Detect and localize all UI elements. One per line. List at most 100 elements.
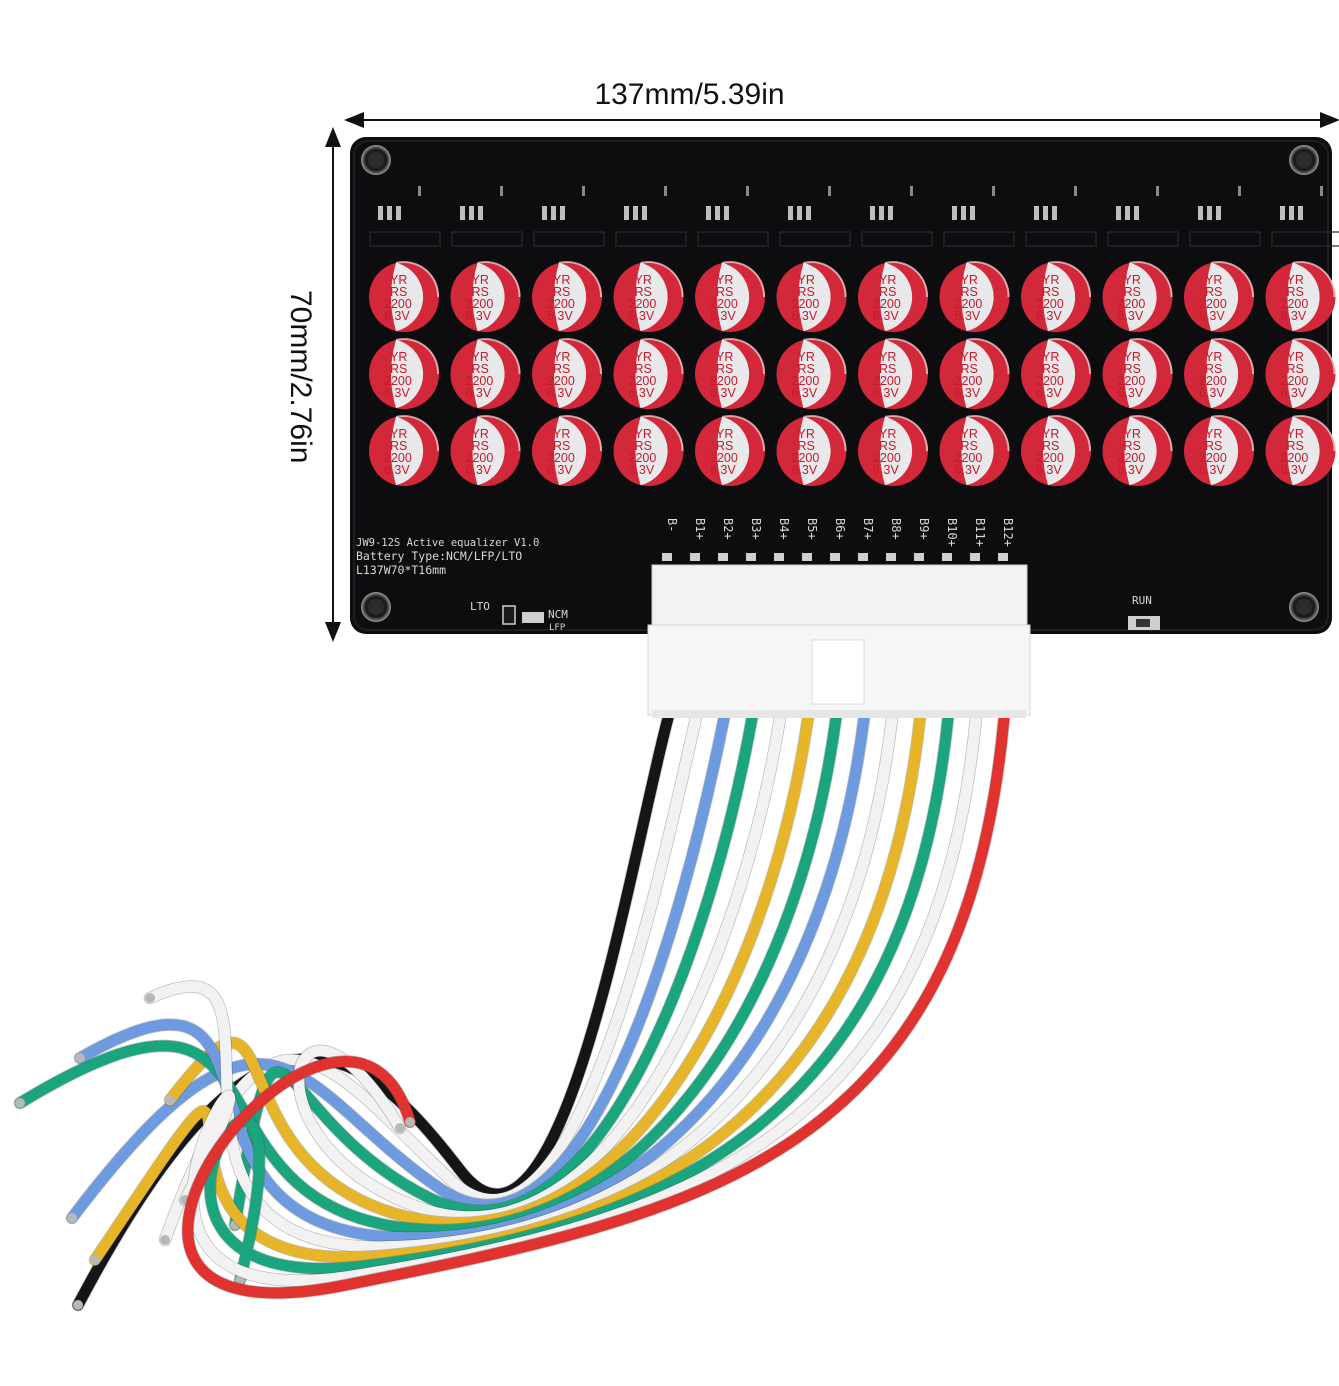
capacitor-marking: 2200	[629, 451, 657, 465]
smd-resistor	[1116, 206, 1121, 220]
capacitor-marking: 6.3V	[547, 463, 573, 477]
capacitor-marking: RS	[390, 285, 407, 299]
capacitor-marking: 6.3V	[792, 463, 818, 477]
capacitor-marking: RS	[1205, 285, 1222, 299]
capacitor-marking: RS	[879, 285, 896, 299]
capacitor-grid: YRRS22006.3VYRRS22006.3VYRRS22006.3VYRRS…	[369, 261, 1336, 486]
capacitor-marking: RS	[1042, 362, 1059, 376]
capacitor-marking: 2200	[466, 297, 494, 311]
capacitor-marking: 2200	[1281, 297, 1309, 311]
pin-label: B2+	[721, 518, 735, 540]
capacitor-marking: YR	[879, 427, 896, 441]
smd-resistor	[460, 206, 465, 220]
capacitor-marking: 6.3V	[384, 463, 410, 477]
capacitor-marking: 2200	[1281, 374, 1309, 388]
smd-resistor	[396, 206, 401, 220]
pin-label: B5+	[805, 518, 819, 540]
capacitor-marking: YR	[1287, 427, 1304, 441]
capacitor-marking: RS	[798, 285, 815, 299]
capacitor-marking: YR	[1287, 350, 1304, 364]
capacitor-marking: YR	[472, 273, 489, 287]
capacitor-marking: YR	[635, 273, 652, 287]
wire	[164, 712, 814, 1229]
capacitor-marking: 6.3V	[1118, 386, 1144, 400]
wire	[89, 712, 926, 1266]
capacitor-marking: 6.3V	[955, 463, 981, 477]
mounting-holes	[361, 145, 1319, 622]
capacitor-marking: 2200	[1199, 297, 1227, 311]
smd-resistor	[806, 206, 811, 220]
smd-resistor	[624, 206, 629, 220]
capacitor-marking: 6.3V	[1036, 463, 1062, 477]
board-battery-type-text: Battery Type:NCM/LFP/LTO	[356, 549, 522, 563]
wire-tip	[90, 1255, 100, 1265]
capacitor-marking: YR	[390, 427, 407, 441]
wire-harness	[13, 711, 1011, 1312]
smd-resistor	[952, 206, 957, 220]
capacitor-marking: YR	[553, 350, 570, 364]
capacitor-marking: YR	[553, 427, 570, 441]
capacitor-marking: 2200	[955, 374, 983, 388]
width-dimension-label: 137mm/5.39in	[594, 78, 785, 111]
smd-resistor	[797, 206, 802, 220]
capacitor-marking: 6.3V	[1281, 386, 1307, 400]
capacitor-marking: 6.3V	[1199, 463, 1225, 477]
capacitor-marking: YR	[553, 273, 570, 287]
capacitor-marking: 2200	[629, 374, 657, 388]
wire-tip	[75, 1053, 85, 1063]
wire	[229, 712, 758, 1231]
capacitor-marking: 2200	[792, 297, 820, 311]
capacitor-marking: 6.3V	[629, 386, 655, 400]
capacitor-marking: 2200	[710, 297, 738, 311]
capacitor-marking: 2200	[1118, 451, 1146, 465]
capacitor-marking: 6.3V	[710, 463, 736, 477]
capacitor-marking: 2200	[384, 374, 412, 388]
capacitor-marking: YR	[635, 427, 652, 441]
capacitor-marking: RS	[635, 362, 652, 376]
wire	[179, 712, 982, 1287]
capacitor-marking: RS	[1205, 439, 1222, 453]
pin-label: B6+	[833, 518, 847, 540]
capacitor-marking: YR	[1124, 273, 1141, 287]
capacitor-marking: 6.3V	[792, 386, 818, 400]
smd-resistor	[1052, 206, 1057, 220]
capacitor-marking: RS	[1124, 439, 1141, 453]
capacitor-marking: 2200	[1036, 374, 1064, 388]
capacitor-marking: RS	[798, 362, 815, 376]
smd-resistor	[560, 206, 565, 220]
run-label: RUN	[1132, 594, 1152, 607]
smd-resistor	[870, 206, 875, 220]
pin-labels: B-B1+B2+B3+B4+B5+B6+B7+B8+B9+B10+B11+B12…	[662, 518, 1015, 561]
smd-resistor	[1134, 206, 1139, 220]
capacitor-marking: 6.3V	[1036, 386, 1062, 400]
smd-resistor	[469, 206, 474, 220]
capacitor-marking: YR	[1042, 273, 1059, 287]
capacitor-marking: RS	[1124, 362, 1141, 376]
capacitor-marking: 6.3V	[710, 309, 736, 323]
smd-resistor	[1207, 206, 1212, 220]
capacitor-marking: 2200	[547, 451, 575, 465]
smd-resistor	[551, 206, 556, 220]
board-model-text: JW9-12S Active equalizer V1.0	[356, 537, 539, 549]
capacitor-marking: RS	[553, 362, 570, 376]
capacitor-marking: 6.3V	[1199, 386, 1225, 400]
capacitor-marking: 6.3V	[1281, 463, 1307, 477]
capacitor-marking: 2200	[873, 374, 901, 388]
capacitor-marking: YR	[961, 350, 978, 364]
pin-label: B1+	[693, 518, 707, 540]
